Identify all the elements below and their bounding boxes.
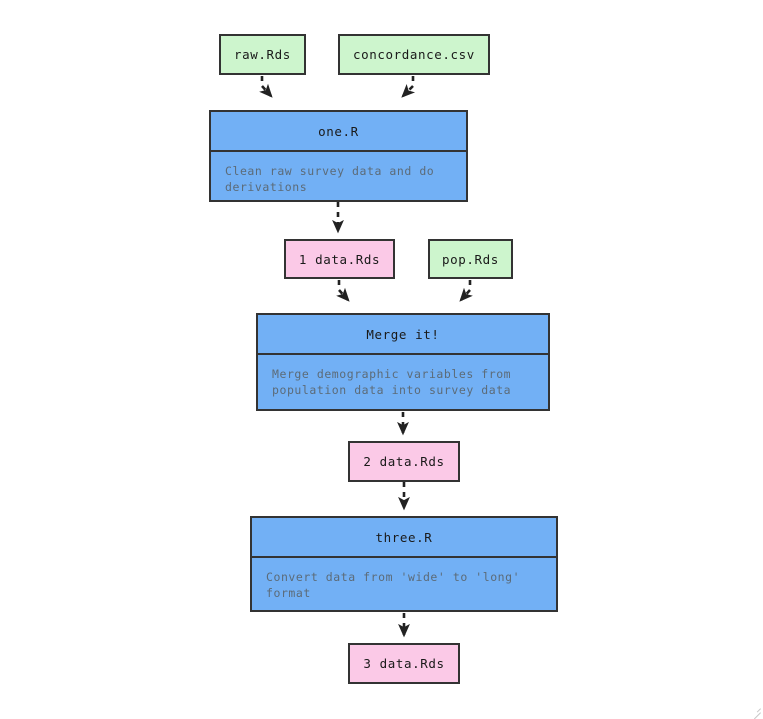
edge-raw-to-one	[259, 76, 273, 98]
node-merge-it[interactable]: Merge it! Merge demographic variables fr…	[256, 313, 550, 411]
node-description-bar: Merge demographic variables from populat…	[258, 355, 548, 409]
node-label: Merge it!	[366, 326, 440, 342]
node-label: pop.Rds	[442, 251, 499, 267]
node-label: concordance.csv	[353, 47, 475, 62]
node-2-data-rds[interactable]: 2 data.Rds	[348, 441, 460, 482]
node-1-data-rds[interactable]: 1 data.Rds	[284, 239, 395, 279]
edge-concordance-to-one	[401, 76, 416, 98]
node-label: 1 data.Rds	[298, 251, 381, 267]
node-concordance-csv[interactable]: concordance.csv	[338, 34, 490, 75]
node-title-bar: three.R	[252, 518, 556, 558]
node-three-r[interactable]: three.R Convert data from 'wide' to 'lon…	[250, 516, 558, 612]
node-description: Clean raw survey data and do derivations	[225, 164, 435, 194]
node-label: 2 data.Rds	[363, 454, 445, 469]
edge-pop-to-merge	[459, 280, 473, 302]
node-pop-rds[interactable]: pop.Rds	[428, 239, 513, 279]
node-one-r[interactable]: one.R Clean raw survey data and do deriv…	[209, 110, 468, 202]
node-raw-rds[interactable]: raw.Rds	[219, 34, 306, 75]
node-description: Convert data from 'wide' to 'long' forma…	[266, 570, 521, 600]
node-label: raw.Rds	[234, 47, 291, 62]
node-label: three.R	[375, 529, 433, 545]
edge-data1-to-merge	[336, 280, 350, 302]
node-label: one.R	[318, 123, 359, 139]
node-3-data-rds[interactable]: 3 data.Rds	[348, 643, 460, 684]
node-description-bar: Convert data from 'wide' to 'long' forma…	[252, 558, 556, 610]
node-description-bar: Clean raw survey data and do derivations	[211, 152, 466, 200]
node-title-bar: one.R	[211, 112, 466, 152]
node-title-bar: Merge it!	[258, 315, 548, 355]
node-label: 3 data.Rds	[363, 656, 445, 671]
resize-grip[interactable]	[751, 703, 761, 719]
node-description: Merge demographic variables from populat…	[272, 367, 512, 397]
